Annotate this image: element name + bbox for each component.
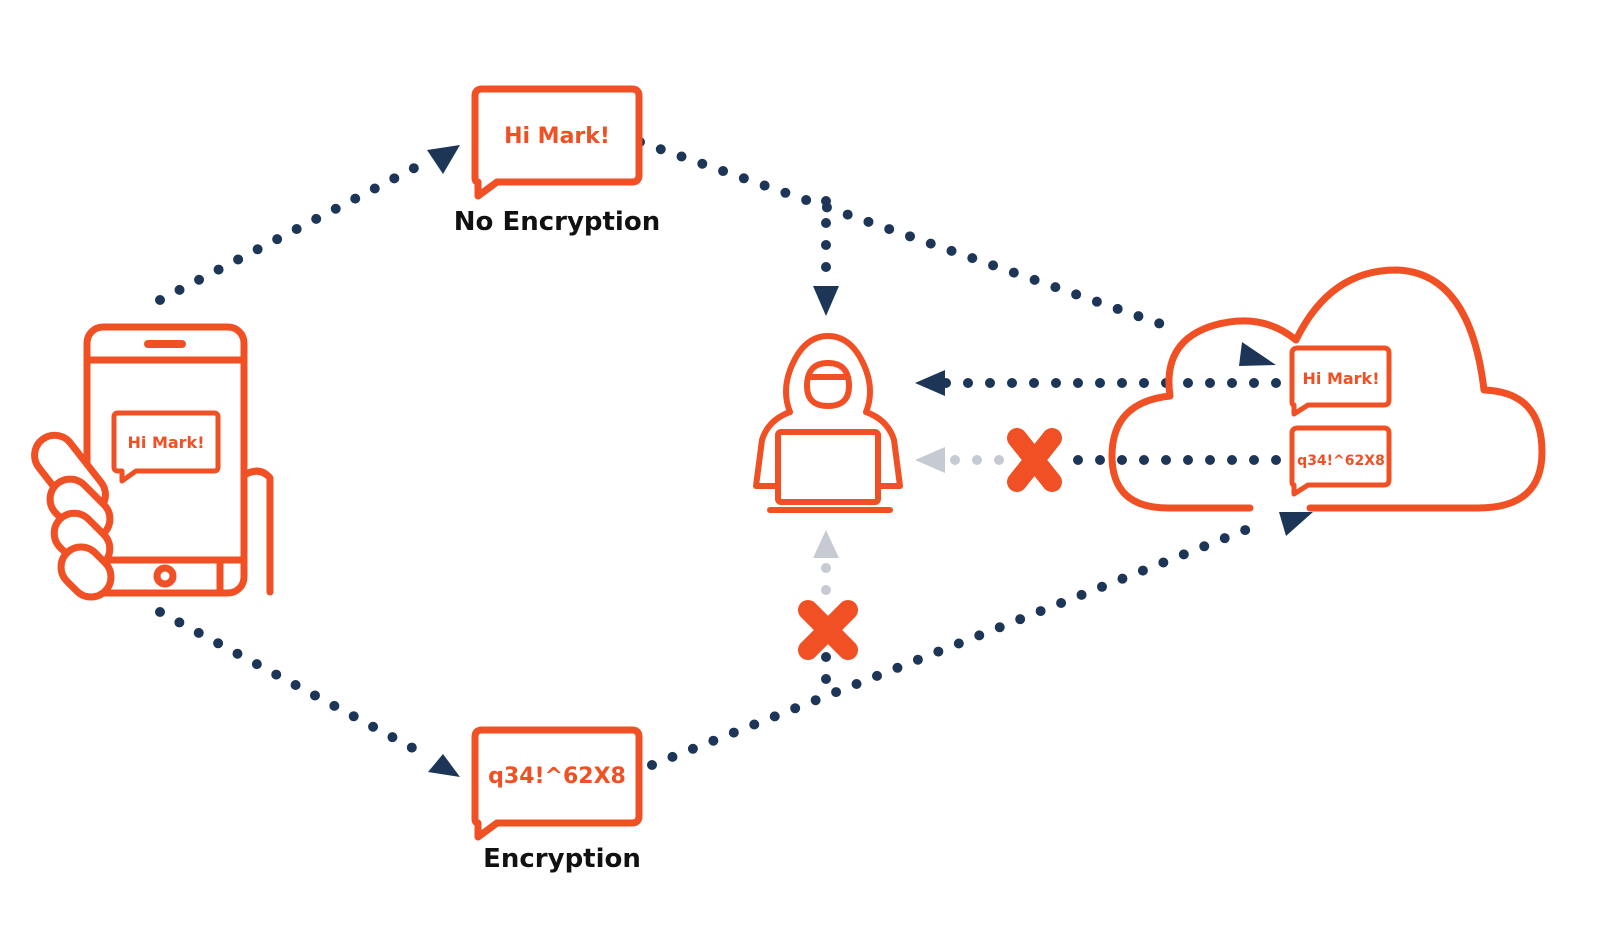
cipher-message-bubble [471, 726, 643, 841]
path-cipher-bubble-to-cloud [647, 520, 1263, 770]
hacker-face [804, 360, 852, 409]
arrowheads [427, 145, 1313, 777]
cloud-outline [1108, 266, 1546, 512]
cipher-message-text: q34!^62X8 [488, 764, 626, 789]
arrowhead-icon [813, 286, 839, 316]
phone-home-button [153, 564, 177, 588]
phone-bubble-text: Hi Mark! [128, 433, 205, 452]
phone-bubble-shape [111, 410, 221, 484]
arrowhead-icon [813, 530, 839, 558]
cloud-cipher-bubble [1289, 425, 1392, 497]
laptop-screen [775, 429, 881, 505]
plain-message-bubble [471, 85, 643, 200]
no-encryption-caption: No Encryption [454, 207, 660, 237]
path-phone-to-cipher-bubble [155, 607, 425, 757]
arrowhead-icon [428, 754, 460, 777]
arrowhead-icon [427, 145, 460, 174]
hand-palm [83, 556, 224, 597]
cloud-cipher-text: q34!^62X8 [1297, 453, 1385, 469]
cloud-plain-bubble [1289, 345, 1392, 417]
blocked-arrowheads [813, 447, 945, 558]
encryption-caption: Encryption [483, 844, 641, 874]
arrowhead-icon [1279, 512, 1313, 536]
dotted-paths [155, 137, 1281, 770]
blocked-paths [821, 455, 1005, 601]
hand-thumb [240, 467, 274, 596]
arrowhead-icon [1239, 342, 1276, 366]
cloud-plain-text: Hi Mark! [1303, 369, 1380, 388]
x-mark-icon [1007, 428, 1062, 492]
hand-finger [57, 543, 115, 601]
x-mark-icon [798, 600, 858, 660]
hacker-shoulders [863, 409, 903, 489]
path-phone-to-plain-bubble [155, 160, 425, 305]
cloud-icon [1108, 266, 1546, 512]
arrowhead-icon [915, 370, 945, 396]
path-plain-bubble-to-cloud [635, 137, 1183, 335]
hacker-shoulders [753, 409, 793, 489]
phone-in-hand-icon [31, 323, 274, 601]
hacker-hood [783, 333, 873, 415]
hooded-hacker-laptop-icon [753, 333, 903, 513]
plain-message-text: Hi Mark! [504, 124, 610, 149]
arrowhead-icon [915, 447, 945, 473]
